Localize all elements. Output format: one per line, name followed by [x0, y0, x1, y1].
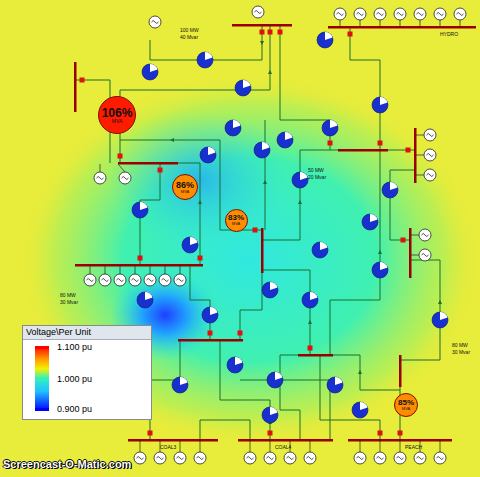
legend-panel: Voltage\Per Unit 1.100 pu 1.000 pu 0.900 p…: [22, 325, 152, 420]
legend-swatch: [35, 346, 49, 349]
legend-swatch: [35, 408, 49, 411]
legend-text: 1.100 pu: [57, 343, 92, 352]
legend-swatch: [35, 378, 49, 381]
loading-pie-circle: 106%MVA: [98, 96, 136, 134]
bus-name: COAL3: [160, 445, 176, 450]
watermark: Screencast-O-Matic.com: [3, 459, 131, 470]
load-value: 30 Mvar: [60, 300, 78, 305]
loading-pie-circle: 86%MVA: [172, 174, 198, 200]
bus-name: COAL4: [275, 445, 291, 450]
bus-name: PEACH: [405, 445, 422, 450]
bus-name: HYDRO: [440, 32, 458, 37]
loading-percent: 83%: [228, 214, 244, 222]
load-value: 80 MW: [60, 293, 76, 298]
legend-title: Voltage\Per Unit: [23, 326, 151, 340]
loading-pie-circle: 85%MVA: [394, 393, 418, 417]
load-value: 20 Mvar: [308, 175, 326, 180]
loading-percent: 106%: [102, 107, 133, 119]
load-value: 50 MW: [308, 168, 324, 173]
loading-percent: 85%: [398, 399, 414, 407]
legend-text: 1.000 pu: [57, 375, 92, 384]
loading-unit: MVA: [112, 119, 122, 124]
loading-pie-circle: 83%MVA: [225, 209, 248, 232]
loading-unit: MVA: [232, 222, 240, 226]
loading-unit: MVA: [181, 190, 189, 194]
load-value: 30 Mvar: [452, 350, 470, 355]
loading-unit: MVA: [402, 407, 410, 411]
loading-percent: 86%: [176, 181, 194, 190]
load-value: 80 MW: [452, 343, 468, 348]
load-value: 100 MW: [180, 28, 199, 33]
legend-text: 0.900 pu: [57, 405, 92, 414]
load-value: 40 Mvar: [180, 35, 198, 40]
